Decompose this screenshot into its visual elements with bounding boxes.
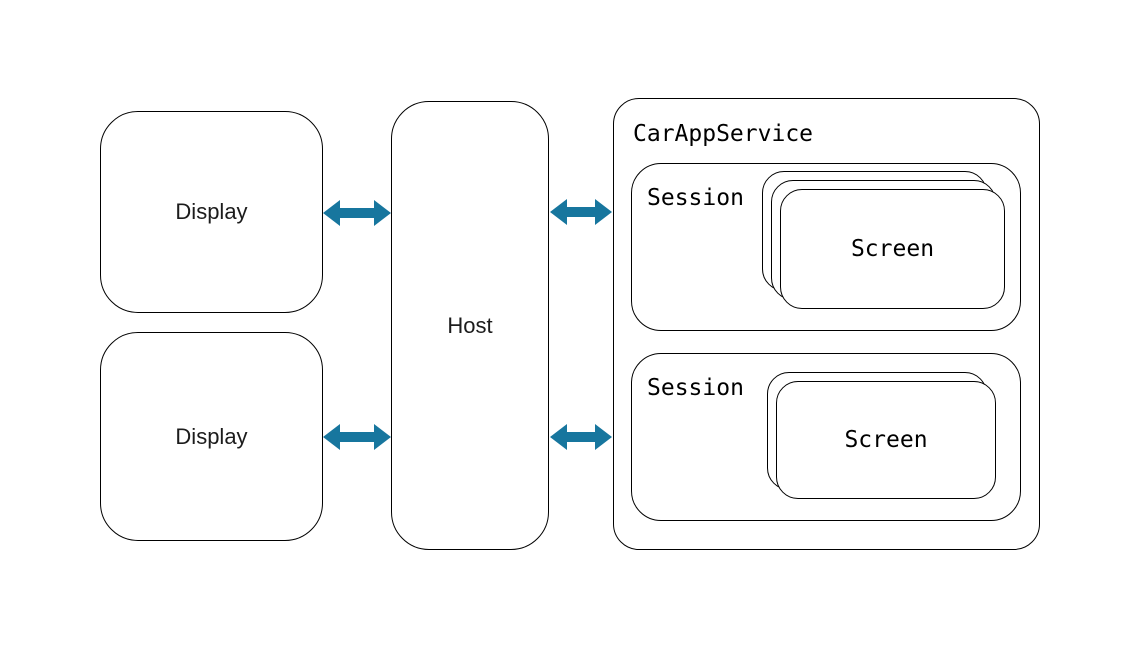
host-label: Host [447,312,493,338]
session-box-2: Session Screen [631,353,1021,521]
bidirectional-arrow-host-service-top [550,199,612,225]
host-box: Host [391,101,549,550]
arrow-shape [550,424,612,450]
display-label-2: Display [175,423,248,449]
display-box-1: Display [100,111,323,313]
screen-card-front: Screen [780,189,1005,309]
session-box-1: Session Screen [631,163,1021,331]
bidirectional-arrow-display1-host [323,200,391,226]
session-label-1: Session [647,185,744,211]
bidirectional-arrow-host-service-bottom [550,424,612,450]
arrow-shape [323,200,391,226]
arrow-shape [323,424,391,450]
session-label-2: Session [647,375,744,401]
display-label-1: Display [175,199,248,224]
bidirectional-arrow-display2-host [323,424,391,450]
arrow-shape [550,199,612,225]
display-box-2: Display [100,332,323,541]
car-app-service-label: CarAppService [633,121,814,147]
screen-label-1: Screen [850,236,935,262]
screen-label-2: Screen [844,427,928,453]
car-app-service-box: CarAppService Session Screen Session Scr… [613,98,1040,550]
screen-card-front: Screen [776,381,996,499]
